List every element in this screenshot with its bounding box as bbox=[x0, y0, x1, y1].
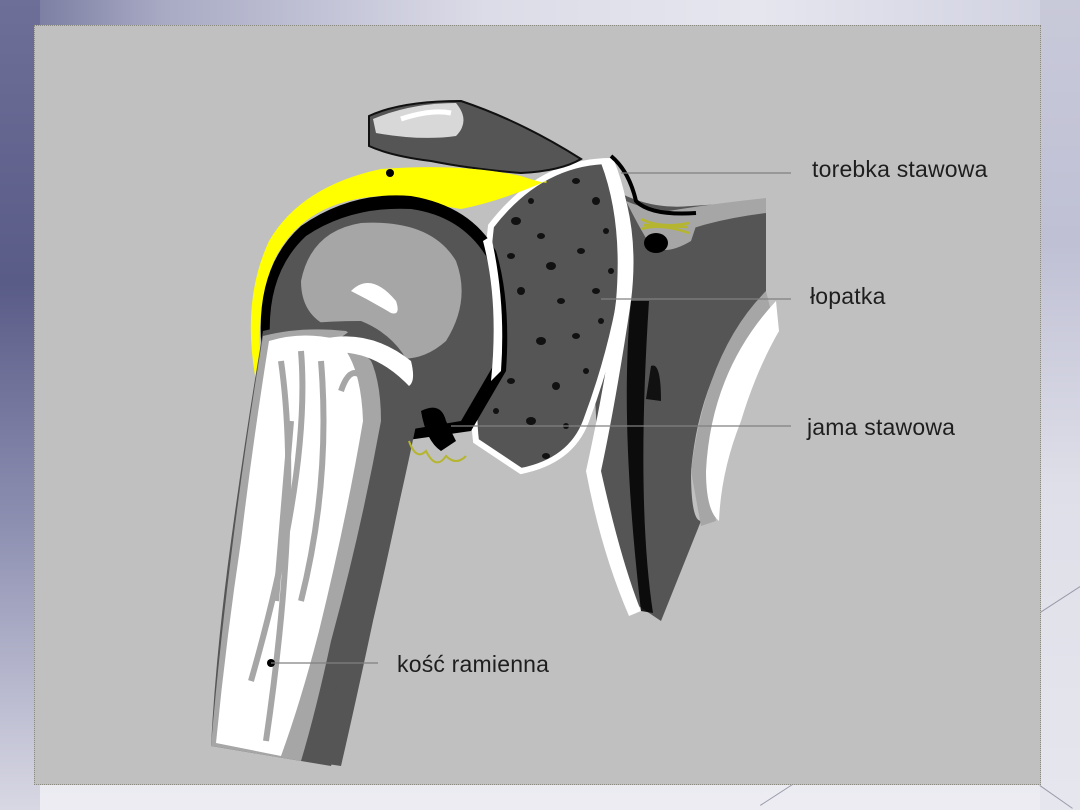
scapula-white-cortex bbox=[586, 159, 641, 616]
slide-background-right bbox=[1040, 0, 1080, 810]
bone-pores bbox=[493, 178, 614, 459]
humerus-tuberosity-arch bbox=[301, 336, 414, 386]
humeral-head-white-spot bbox=[351, 283, 398, 314]
capsule-gap-white bbox=[483, 236, 503, 381]
humerus-trabecular-lines bbox=[248, 350, 369, 742]
slide-background-left bbox=[0, 0, 40, 810]
humerus-cortex-dark bbox=[321, 323, 419, 766]
scapula-inner-notch bbox=[646, 365, 661, 401]
humerus-shaft-white bbox=[216, 335, 363, 756]
scapula-black-edge bbox=[626, 301, 653, 613]
acromion-highlight bbox=[373, 103, 464, 138]
scapula-top-black-curve bbox=[609, 154, 697, 216]
diagram-panel bbox=[34, 25, 1041, 785]
leader-lines bbox=[271, 172, 791, 664]
glenoid-labrum-black bbox=[421, 407, 456, 451]
acromion-highlight-2 bbox=[400, 109, 452, 122]
ligament-fibers bbox=[640, 217, 690, 235]
inferior-capsule-line bbox=[408, 440, 467, 464]
scapula-outer-white-rim bbox=[706, 301, 779, 521]
label-joint-capsule: torebka stawowa bbox=[812, 156, 988, 182]
capsule-pointer-dot bbox=[386, 169, 394, 177]
notch-hole bbox=[644, 233, 668, 253]
label-humerus: kość ramienna bbox=[397, 651, 550, 677]
shoulder-joint-illustration bbox=[211, 99, 791, 766]
label-scapula: łopatka bbox=[810, 283, 886, 309]
slide-background-top bbox=[0, 0, 1080, 28]
label-glenoid-cavity: jama stawowa bbox=[807, 414, 956, 440]
joint-capsule bbox=[250, 167, 547, 381]
